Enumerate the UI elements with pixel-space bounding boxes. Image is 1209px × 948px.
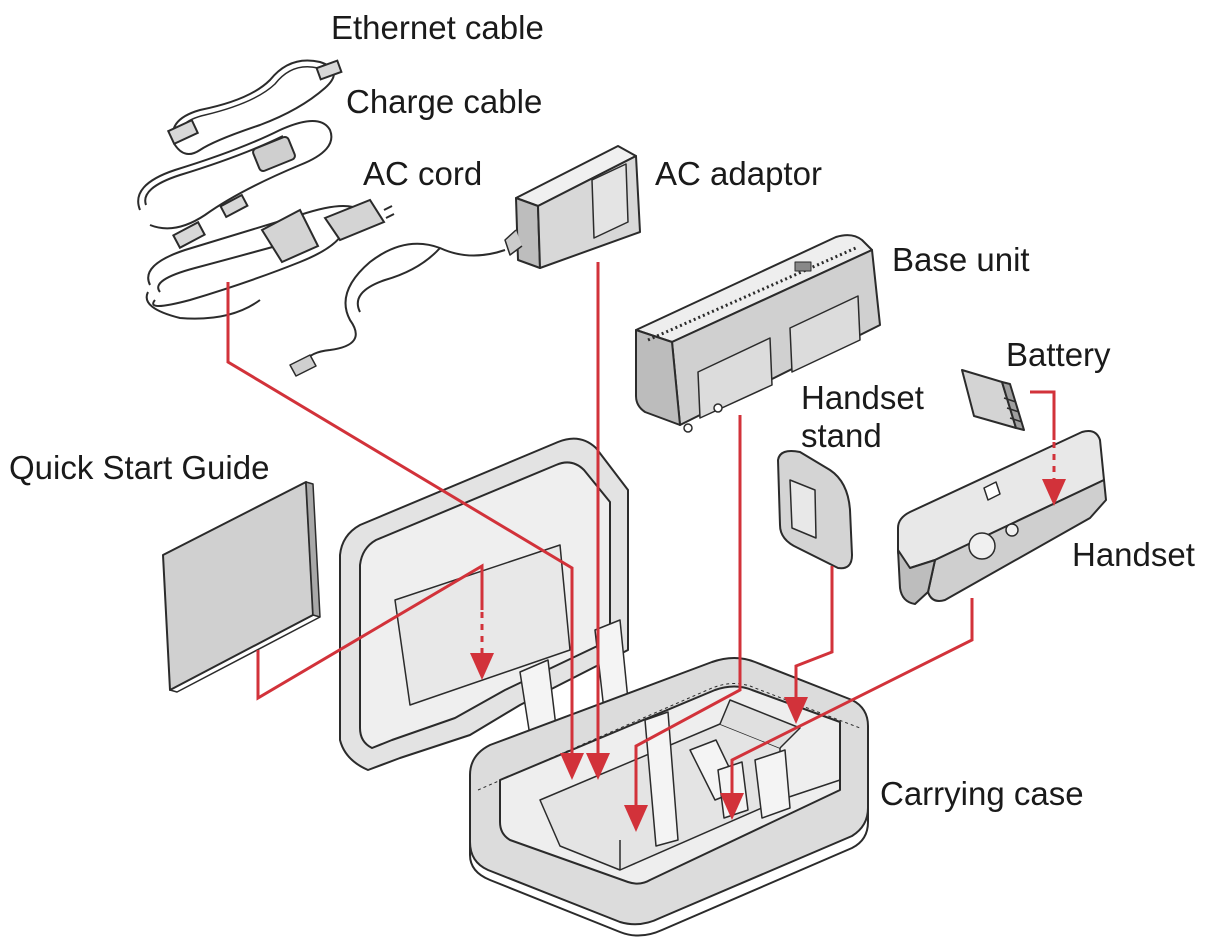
label-handset-stand: Handset stand [801, 379, 924, 455]
battery [961, 369, 1025, 431]
ac-cord [145, 198, 395, 320]
handset [897, 430, 1107, 605]
leader-quick-start-guide [256, 563, 484, 701]
leader-ac-cord [226, 282, 584, 780]
handset-stand [777, 450, 853, 570]
leader-lines [226, 262, 1066, 832]
carrying-case [339, 437, 869, 937]
charge-cable [137, 120, 333, 250]
label-ac-cord: AC cord [363, 155, 483, 192]
base-unit [635, 234, 881, 433]
leader-battery [1030, 390, 1056, 440]
label-battery: Battery [1006, 336, 1111, 373]
base-strap [644, 711, 679, 847]
leader-base-unit [624, 415, 742, 832]
ac-adaptor-cable [304, 242, 506, 363]
label-handset: Handset [1072, 536, 1195, 573]
label-charge-cable: Charge cable [346, 83, 543, 120]
label-carrying-case: Carrying case [880, 775, 1084, 812]
label-quick-start-guide: Quick Start Guide [9, 449, 270, 486]
ethernet-cable [166, 59, 343, 155]
label-ethernet-cable: Ethernet cable [331, 9, 544, 46]
leader-handset [720, 598, 974, 820]
label-handset-stand-line1: Handset [801, 379, 924, 416]
quick-start-guide [162, 481, 321, 693]
ac-adaptor [289, 145, 641, 377]
leader-handset-stand [784, 566, 834, 724]
label-base-unit: Base unit [892, 241, 1030, 278]
label-handset-stand-line2: stand [801, 417, 882, 454]
base-strap [754, 749, 791, 819]
label-ac-adaptor: AC adaptor [655, 155, 822, 192]
